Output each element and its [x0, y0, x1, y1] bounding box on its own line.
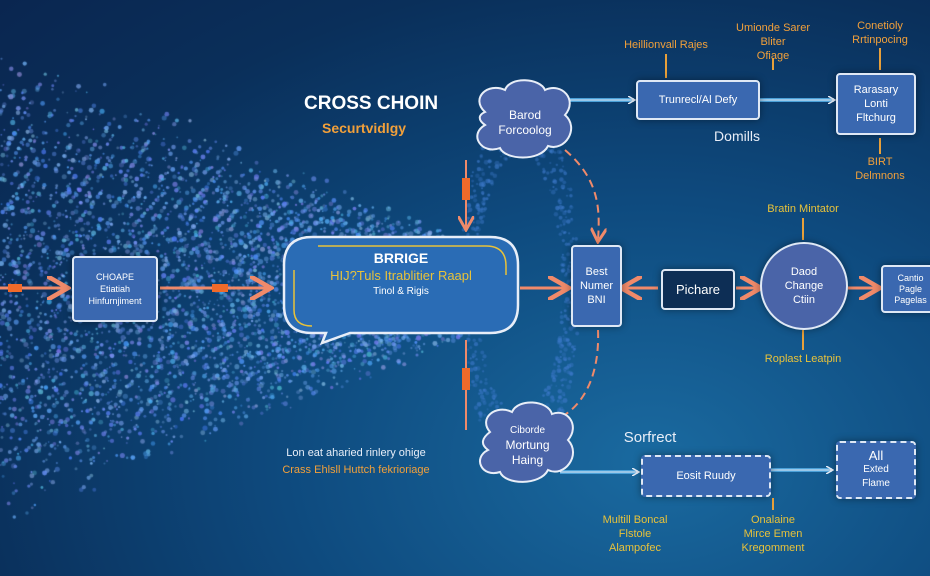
label-line: Alampofec: [609, 542, 661, 554]
label-line: Rrtinpocing: [852, 34, 908, 46]
node-text: Lonti: [864, 98, 888, 110]
node-text: Etiatiah: [99, 284, 131, 294]
label-ticks: [665, 48, 881, 510]
node-text: Cantio: [897, 272, 924, 283]
bridge-title: BRRIGE: [373, 250, 429, 266]
note-line: Crass Ehlsll Huttch fekrioriage: [282, 464, 430, 476]
bridge-caption: Tinol & Rigis: [373, 286, 429, 297]
label-heillion: Heillionvall Rajes: [624, 39, 708, 51]
pichare-node[interactable]: Pichare: [661, 269, 735, 310]
bridge-subtitle: HIJ?Tuls Itrablitier Raapl: [330, 268, 472, 283]
node-text: Barod: [508, 107, 542, 122]
node-text: BNI: [587, 294, 606, 306]
vertical-link-top: [462, 160, 470, 228]
node-text: Daod: [790, 266, 818, 278]
cloud-node-top[interactable]: Barod Forcoolog: [480, 95, 570, 150]
label-line: Ofiage: [756, 50, 790, 62]
node-text: Pichare: [675, 281, 721, 297]
node-text: Forcoolog: [498, 122, 552, 137]
node-text: Ciborde: [509, 425, 546, 436]
node-text: Haing: [511, 453, 544, 467]
label-line: Flstole: [618, 528, 652, 540]
cloud-bottom-shape: [479, 401, 574, 483]
label-line: Onalaine: [750, 514, 796, 526]
label-domills: Domills: [714, 128, 760, 144]
node-text: Fltchurg: [856, 112, 896, 124]
label-line: Delmnons: [855, 170, 905, 182]
node-text: Mortung: [505, 438, 550, 452]
trusted-node[interactable]: Trunrecl/Al Defy: [636, 80, 760, 120]
node-text: CHOAPE: [95, 272, 134, 282]
bridge-bubble-shape: [282, 235, 520, 346]
label-birt: BIRT Delmnons: [855, 155, 905, 183]
note-line: Lon eat aharied rinlery ohige: [286, 447, 426, 459]
diagram-title: CROSS CHOIN: [304, 93, 439, 114]
label-conetioly: Conetioly Rrtinpocing: [852, 19, 908, 47]
cloud-node-bottom[interactable]: Ciborde Mortung Haing: [485, 418, 570, 473]
label-line: Kregomment: [741, 542, 805, 554]
eosit-node[interactable]: Eosit Ruudy: [641, 455, 771, 497]
node-text: Change: [784, 280, 824, 292]
arc-cloud-to-best: [564, 149, 599, 240]
diagram-subtitle: Securtvidlgy: [322, 120, 407, 136]
label-line: Multill Boncal: [602, 514, 668, 526]
arrow-left-in: [0, 284, 65, 292]
label-line: Conetioly: [857, 20, 903, 32]
arc-best-to-cloud-bottom: [554, 329, 600, 421]
bridge-node[interactable]: BRRIGE HIJ?Tuls Itrablitier Raapl Tinol …: [284, 250, 518, 297]
label-line: Umionde Sarer: [736, 22, 810, 34]
left-note: Lon eat aharied rinlery ohige Crass Ehls…: [282, 446, 429, 477]
best-node[interactable]: Best Numer BNI: [571, 245, 622, 327]
label-bratin: Bratin Mintator: [767, 203, 839, 215]
far-right-node[interactable]: Cantio Pagle Pagelas: [881, 265, 930, 313]
label-multill: Multill Boncal Flstole Alampofec: [603, 513, 668, 555]
label-line: BIRT: [867, 156, 893, 168]
node-text: Best: [585, 266, 608, 278]
vertical-link-bottom: [462, 340, 470, 430]
label-line: Bliter: [760, 36, 786, 48]
node-text: Flame: [862, 478, 890, 489]
all-node[interactable]: All Exted Flame: [836, 441, 916, 499]
chain-circle-node[interactable]: Daod Change Ctiin: [760, 242, 848, 330]
label-line: Mirce Emen: [743, 528, 803, 540]
label-sorfrect: Sorfrect: [623, 429, 677, 446]
node-text: Pagle: [898, 283, 923, 294]
label-onalaine: Onalaine Mirce Emen Kregomment: [742, 513, 805, 555]
label-umionde: Umionde Sarer Bliter Ofiage: [736, 21, 810, 63]
node-text: Eosit Ruudy: [676, 470, 736, 482]
node-text: Exted: [863, 464, 889, 475]
node-text: Numer: [579, 280, 613, 292]
node-text: Hinfurnjiment: [88, 296, 142, 306]
arrow-left-to-bridge: [160, 284, 268, 292]
node-text: Pagelas: [894, 294, 927, 305]
node-text: Rarasary: [853, 84, 899, 96]
node-text: Ctiin: [792, 294, 815, 306]
cloud-top-shape: [476, 79, 573, 159]
label-roplast: Roplast Leatpin: [764, 353, 842, 365]
left-node[interactable]: CHOAPE Etiatiah Hinfurnjiment: [72, 256, 158, 322]
right-top-node[interactable]: Rarasary Lonti Fltchurg: [836, 73, 916, 135]
node-text: All: [868, 448, 884, 463]
node-text: Trunrecl/Al Defy: [658, 94, 738, 106]
